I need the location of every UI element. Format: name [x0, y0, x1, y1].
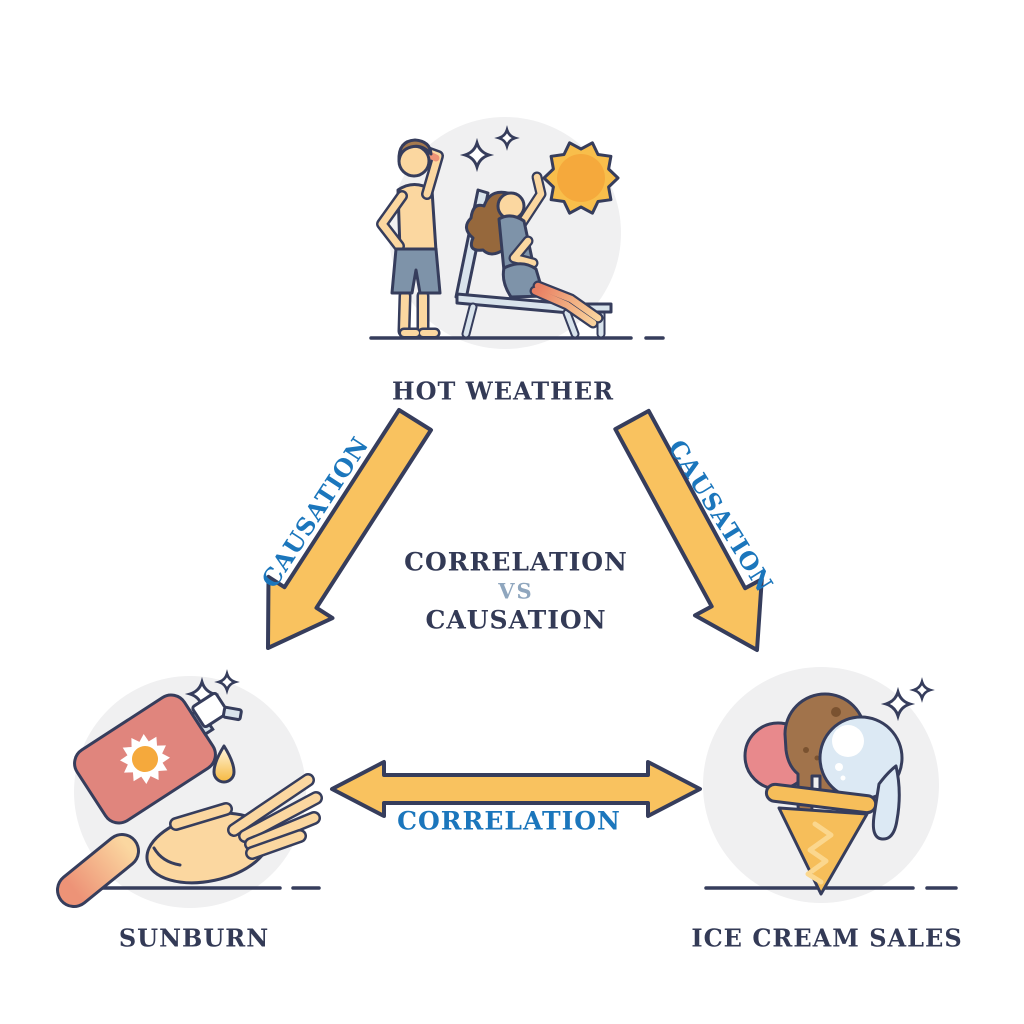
- sparkle-icon: [880, 686, 916, 722]
- ice-cream-cone-icon: [743, 692, 904, 896]
- center-title-line1: CORRELATION: [404, 547, 628, 577]
- sparkle-icon: [459, 137, 495, 173]
- lotion-drop-icon: [212, 744, 236, 784]
- hot-weather-label: HOT WEATHER: [391, 376, 615, 406]
- correlation-double-arrow: [330, 760, 702, 818]
- hot-weather-illustration: [369, 117, 665, 349]
- causation-arrow-right: [613, 408, 764, 652]
- woman-on-deck-chair: [465, 171, 604, 329]
- sparkle-icon: [494, 125, 520, 151]
- causation-arrow-left: [266, 408, 433, 650]
- man-shielding-eyes: [376, 138, 444, 339]
- ice-cream-illustration: [703, 667, 958, 903]
- center-title-line3: CAUSATION: [425, 605, 607, 635]
- cone-zigzag: [805, 821, 834, 885]
- sunburn-illustration: [56, 669, 323, 908]
- center-title-vs: VS: [498, 578, 534, 604]
- cone-body: [777, 806, 869, 896]
- bottle-pump: [191, 691, 229, 729]
- sunburn-label: SUNBURN: [118, 923, 270, 953]
- correlation-label: CORRELATION: [397, 806, 621, 836]
- sparkle-icon: [909, 677, 935, 703]
- sparkle-icon: [214, 669, 240, 695]
- ice-cream-sales-label: ICE CREAM SALES: [691, 923, 963, 953]
- open-hand-icon: [56, 773, 323, 908]
- center-title: CORRELATION VS CAUSATION: [404, 548, 628, 635]
- pump-spout: [221, 705, 243, 722]
- melting-drip: [871, 764, 901, 841]
- sun-icon: [542, 141, 620, 215]
